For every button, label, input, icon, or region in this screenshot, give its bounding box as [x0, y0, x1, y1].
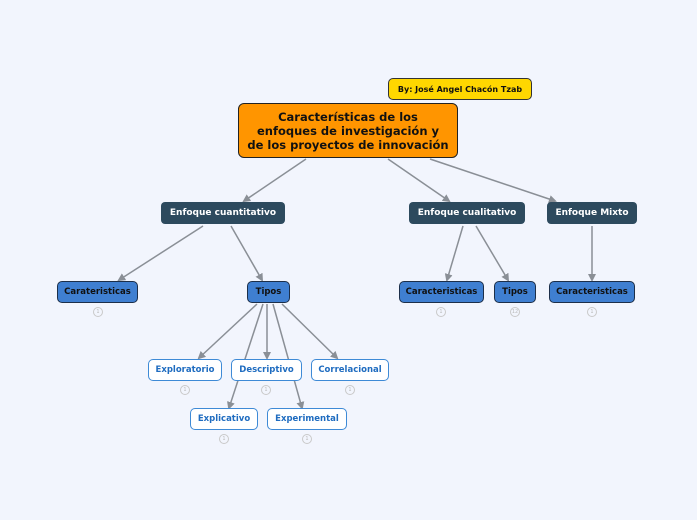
subtopic-cual-caracteristicas[interactable]: Caracteristicas — [399, 281, 484, 303]
collapsed-count-badge[interactable]: 1 — [436, 307, 446, 317]
edge-tipos-exploratorio — [197, 303, 258, 360]
collapsed-count-badge[interactable]: 1 — [219, 434, 229, 444]
edge-root-cualitativo — [387, 158, 451, 203]
author-label[interactable]: By: José Angel Chacón Tzab — [388, 78, 532, 100]
leaf-explicativo[interactable]: Explicativo — [190, 408, 258, 430]
edge-cual-caracteristicas — [444, 225, 464, 282]
edge-cuant-caracteristicas — [117, 225, 204, 282]
topic-enfoque-cualitativo[interactable]: Enfoque cualitativo — [409, 202, 525, 224]
leaf-exploratorio[interactable]: Exploratorio — [148, 359, 222, 381]
edge-root-cuantitativo — [242, 158, 307, 203]
subtopic-cuant-caracteristicas[interactable]: Carateristicas — [57, 281, 138, 303]
collapsed-count-badge[interactable]: 1 — [93, 307, 103, 317]
collapsed-count-badge[interactable]: 1 — [261, 385, 271, 395]
edge-tipos-correlacional — [281, 303, 339, 360]
leaf-experimental[interactable]: Experimental — [267, 408, 347, 430]
edge-cuant-tipos — [230, 225, 263, 282]
subtopic-cuant-tipos[interactable]: Tipos — [247, 281, 290, 303]
central-topic[interactable]: Características de los enfoques de inves… — [238, 103, 458, 158]
edge-cual-tipos — [475, 225, 510, 282]
topic-enfoque-cuantitativo[interactable]: Enfoque cuantitativo — [161, 202, 285, 224]
collapsed-count-badge[interactable]: 1 — [587, 307, 597, 317]
collapsed-count-badge[interactable]: 12 — [510, 307, 520, 317]
collapsed-count-badge[interactable]: 1 — [180, 385, 190, 395]
edge-root-mixto — [429, 158, 557, 203]
leaf-correlacional[interactable]: Correlacional — [311, 359, 389, 381]
edge-tipos-experimental — [272, 303, 305, 410]
subtopic-cual-tipos[interactable]: Tipos — [494, 281, 536, 303]
topic-enfoque-mixto[interactable]: Enfoque Mixto — [547, 202, 637, 224]
edge-tipos-explicativo — [227, 303, 264, 410]
leaf-descriptivo[interactable]: Descriptivo — [231, 359, 302, 381]
collapsed-count-badge[interactable]: 1 — [302, 434, 312, 444]
collapsed-count-badge[interactable]: 1 — [345, 385, 355, 395]
subtopic-mixto-caracteristicas[interactable]: Caracteristicas — [549, 281, 635, 303]
